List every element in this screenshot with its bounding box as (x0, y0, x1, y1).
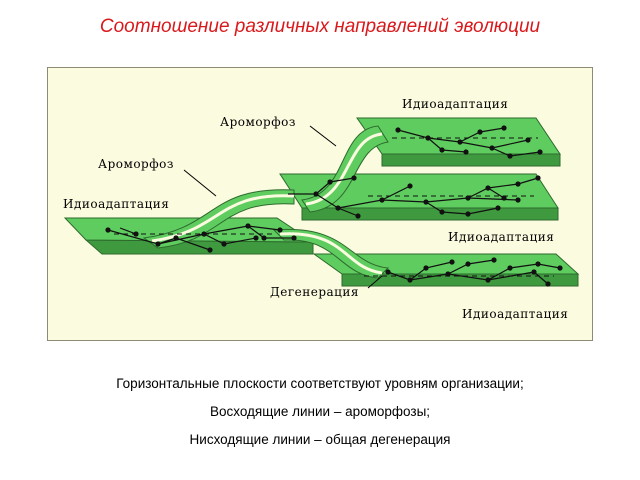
degeneration-band (272, 228, 390, 279)
label-idioadaptation-top: Идиоадаптация (402, 97, 508, 111)
label-idioadaptation-bottom: Идиоадаптация (462, 307, 568, 321)
branch-dashes (114, 137, 554, 277)
label-aromorphosis-upper: Ароморфоз (220, 115, 296, 129)
label-idioadaptation-left: Идиоадаптация (63, 197, 169, 211)
evolution-diagram-panel: Идиоадаптация Ароморфоз Ароморфоз Идиоад… (47, 67, 593, 341)
plane-top (356, 117, 561, 167)
label-leaders (183, 125, 383, 289)
caption-planes: Горизонтальные плоскости соответствуют у… (116, 376, 524, 391)
evolution-diagram: Идиоадаптация Ароморфоз Ароморфоз Идиоад… (63, 97, 580, 321)
caption-descending: Нисходящие линии – общая дегенерация (189, 432, 451, 447)
aromorphosis-band-upper (301, 125, 389, 213)
diagram-title: Соотношение различных направлений эволюц… (99, 16, 541, 37)
label-degeneration: Дегенерация (270, 285, 359, 299)
label-aromorphosis-lower: Ароморфоз (98, 157, 174, 171)
branch-nodes (105, 125, 563, 287)
caption-ascending: Восходящие линии – ароморфозы; (209, 404, 431, 419)
label-idioadaptation-middle: Идиоадаптация (448, 230, 554, 244)
